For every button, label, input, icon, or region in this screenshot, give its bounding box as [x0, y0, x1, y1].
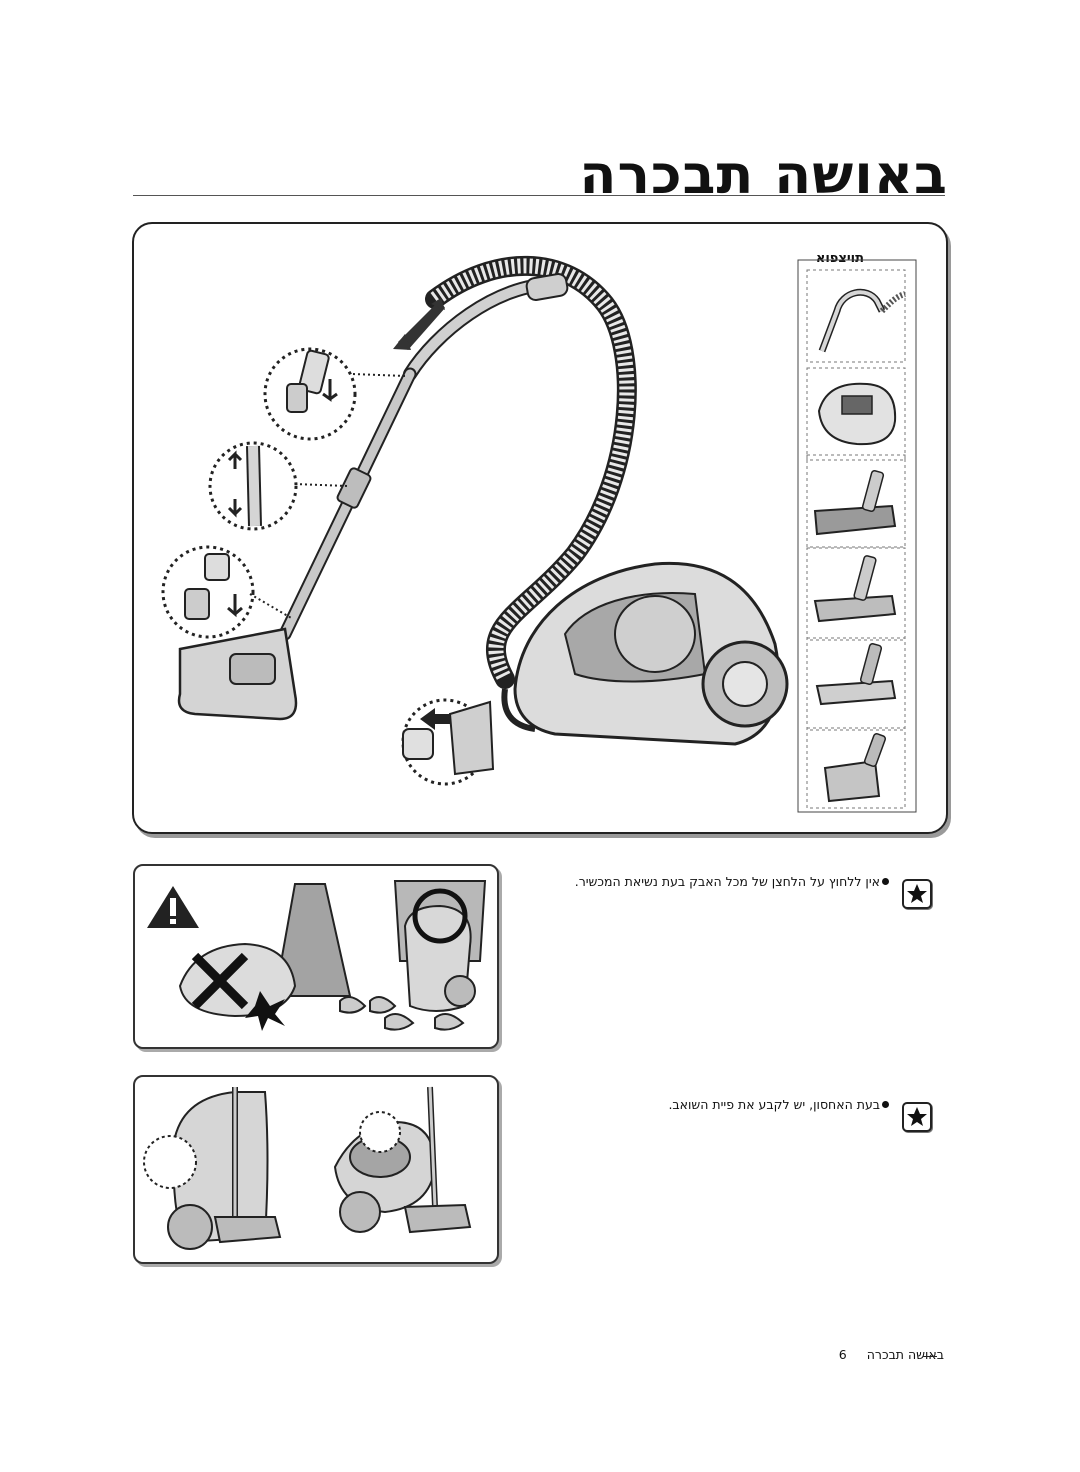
bullet-icon	[882, 1101, 889, 1108]
star-icon	[902, 879, 932, 909]
assembly-panel	[132, 222, 948, 834]
note-carry: אין ללחוץ על הלחצן של מכל האבק בעת נשיאת…	[574, 874, 880, 889]
storage-drawing	[143, 1086, 472, 1250]
storage-illustration	[133, 1075, 499, 1264]
footer-rule	[923, 1356, 937, 1357]
title-divider	[133, 195, 945, 196]
note-storage: בעת האחסון, יש לקבע את פיית השואב.	[668, 1097, 880, 1112]
star-icon	[902, 1102, 932, 1132]
page-title: באושה תבכרה	[579, 143, 948, 206]
carry-warning-drawing	[147, 880, 487, 1031]
vacuum-assembly-illustration	[161, 255, 789, 786]
bullet-icon	[882, 878, 889, 885]
footer-title: באושה תבכרה	[866, 1347, 944, 1362]
page-number: 6	[838, 1347, 847, 1362]
carry-warning-illustration	[133, 864, 499, 1049]
accessories-label: תויצפוא	[815, 251, 864, 266]
accessories-column	[797, 259, 917, 813]
page-footer: באושה תבכרה 6	[839, 1347, 944, 1362]
